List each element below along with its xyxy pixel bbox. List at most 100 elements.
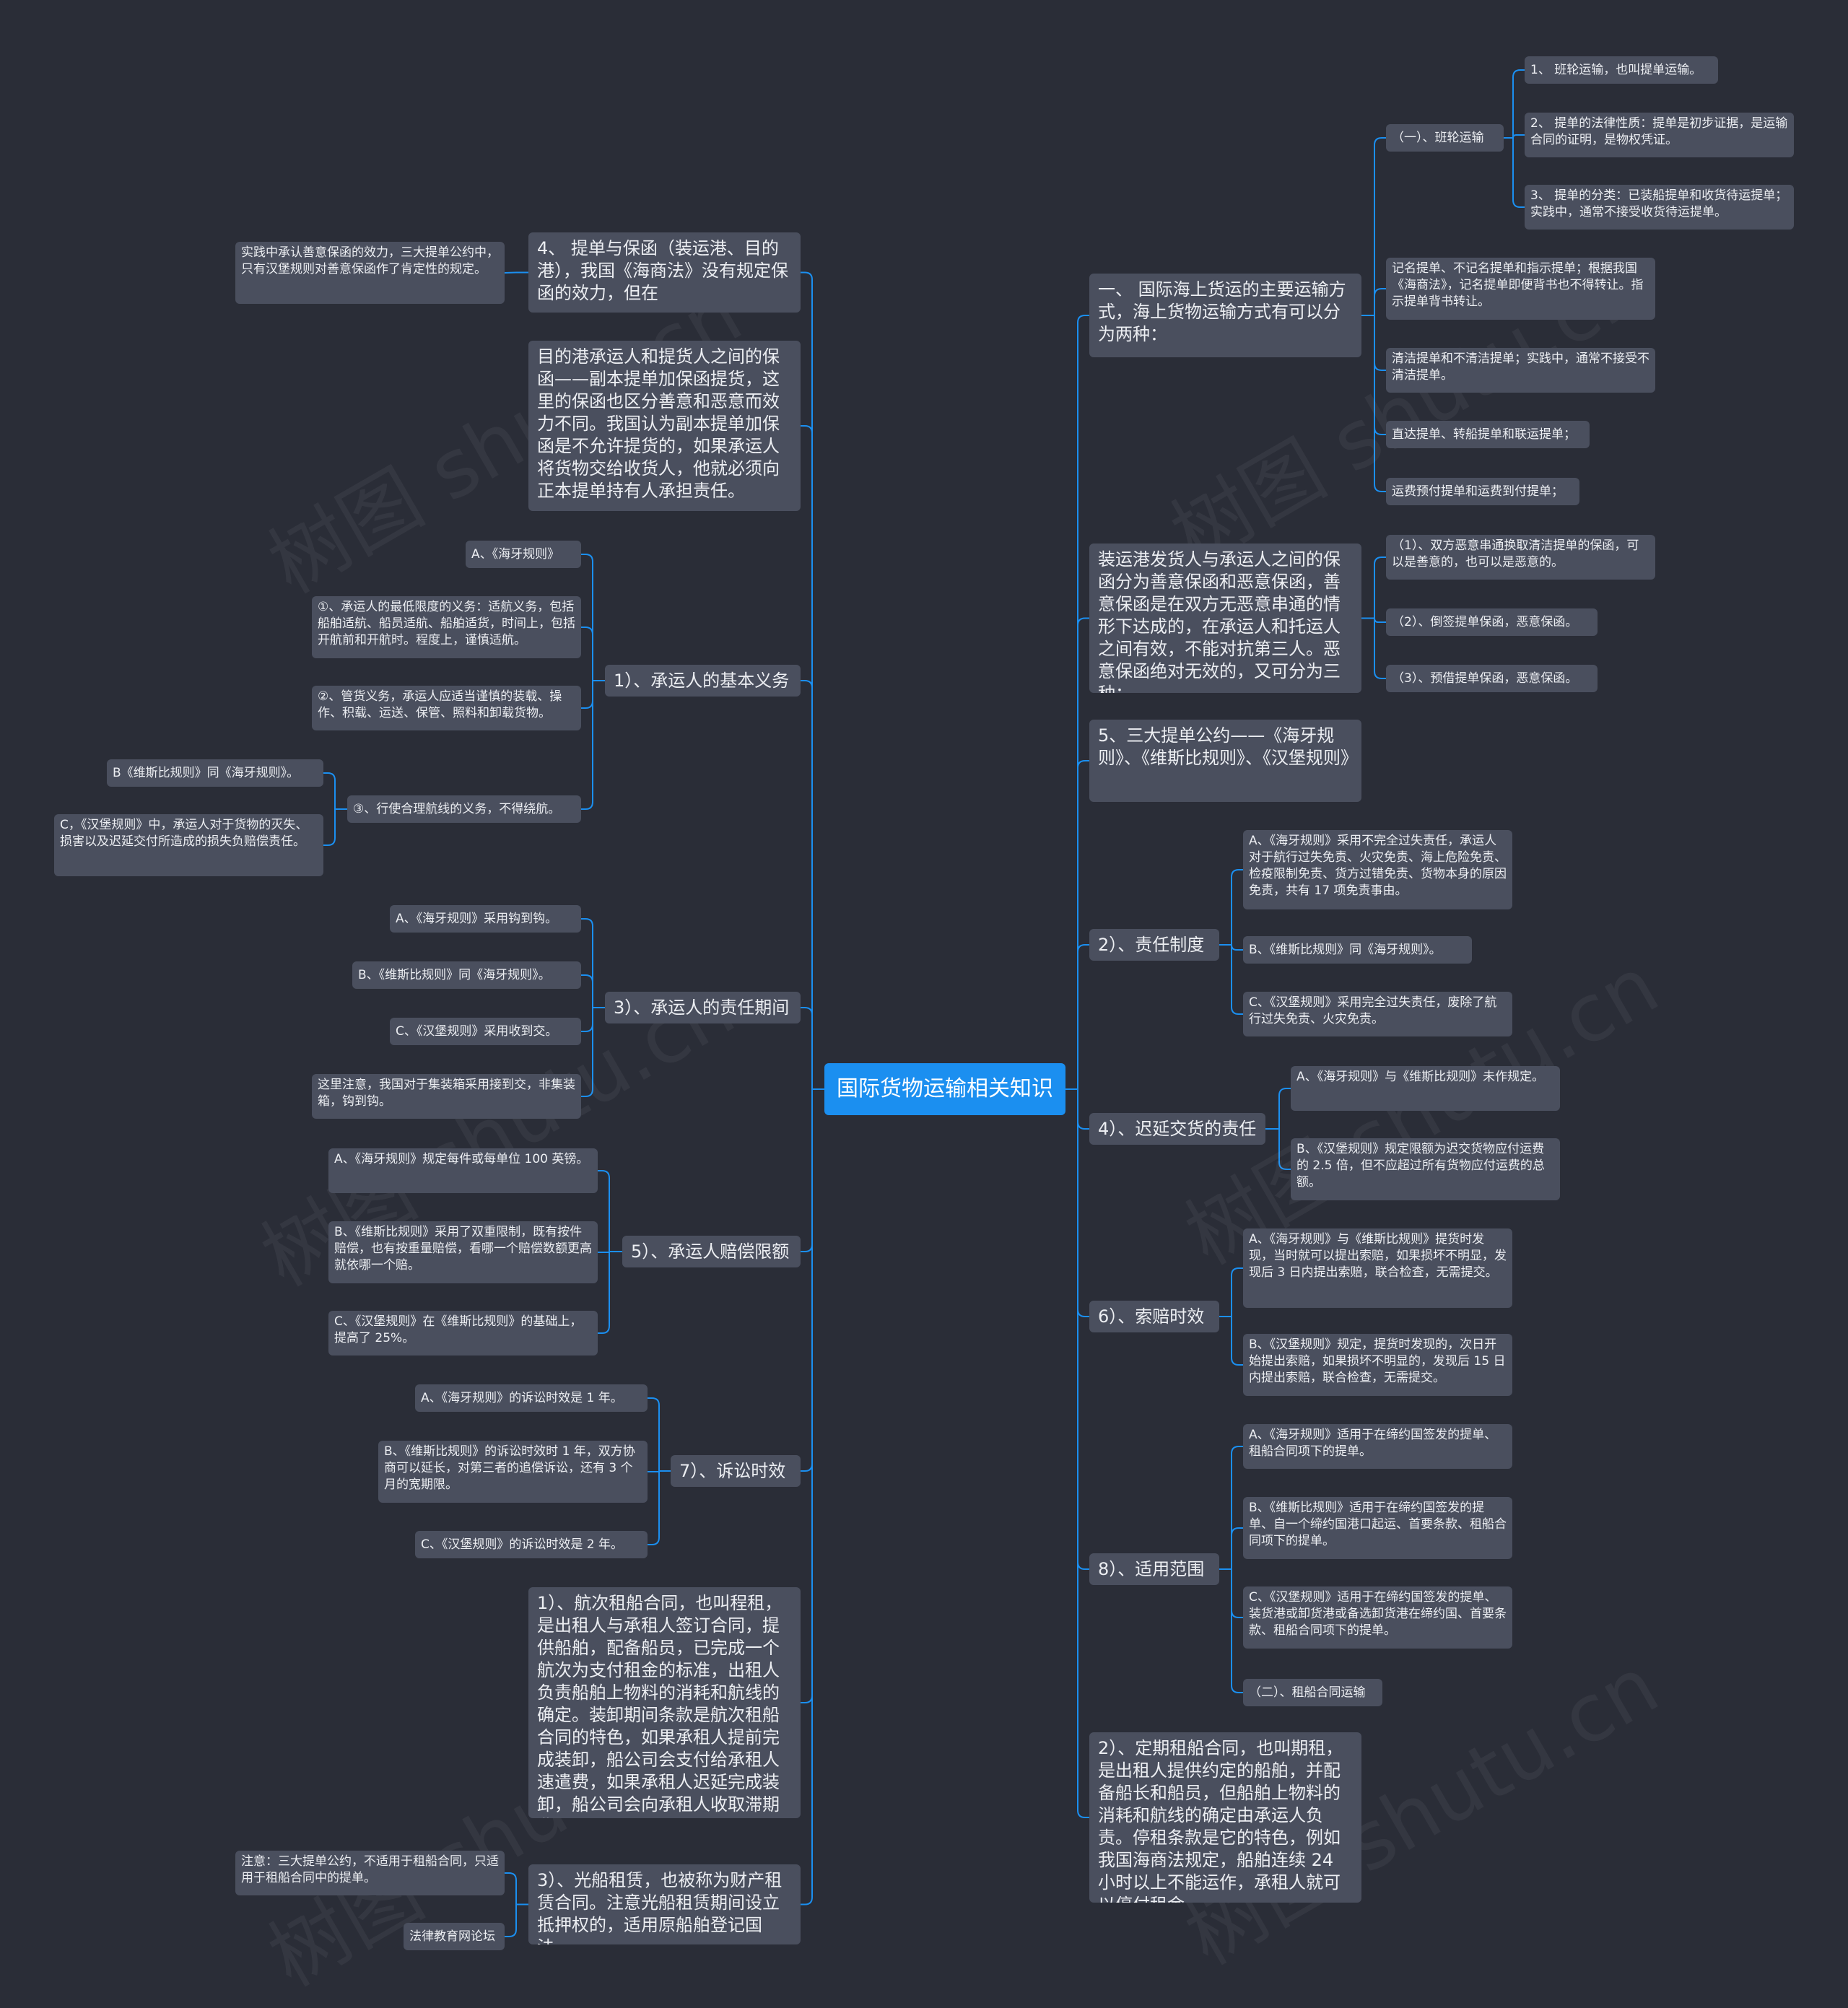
connector [1077, 315, 1089, 1089]
obligation-reasonable-route[interactable]: ③、行使合理航线的义务，不得绕航。 [347, 795, 581, 823]
liability-visby[interactable]: B、《维斯比规则》同《海牙规则》。 [1243, 936, 1472, 964]
connector [1077, 1089, 1089, 1818]
branch-claim-period[interactable]: 6）、索赔时效 [1089, 1301, 1219, 1332]
limit-hamburg[interactable]: C、《汉堡规则》在《维斯比规则》的基础上，提高了 25%。 [328, 1311, 598, 1356]
limitation-hague[interactable]: A、《海牙规则》的诉讼时效是 1 年。 [415, 1384, 648, 1412]
connector [581, 681, 593, 810]
branch-limitation-period[interactable]: 7）、诉讼时效 [671, 1455, 801, 1487]
period-china-note[interactable]: 这里注意，我国对于集装箱采用接到交，非集装箱，钩到钩。 [312, 1074, 581, 1119]
connector [581, 918, 593, 1008]
branch-bareboat-charter[interactable]: 3）、光船租赁，也被称为财产租赁合同。注意光船租赁期间设立抵押权的，适用原船舶登… [528, 1864, 801, 1944]
connector [801, 1089, 813, 1906]
branch-liability-period[interactable]: 3）、承运人的责任期间 [605, 992, 801, 1023]
connector [1374, 618, 1386, 623]
liner-transport[interactable]: （一）、班轮运输 [1386, 124, 1504, 152]
obligation-hague-title[interactable]: A、《海牙规则》 [466, 541, 581, 568]
connector [505, 1872, 517, 1905]
connector [504, 271, 517, 274]
claim-hague-visby[interactable]: A、《海牙规则》与《维斯比规则》提货时发现，当时就可以提出索赔，如果损坏不明显，… [1243, 1228, 1512, 1308]
obligation-hamburg[interactable]: C，《汉堡规则》中，承运人对于货物的灭失、损害以及迟延交付所造成的损失负赔偿责任… [54, 814, 323, 876]
connector [648, 1471, 660, 1545]
scope-hamburg[interactable]: C、《汉堡规则》适用于在缔约国签发的提单、装货港或卸货港或备选卸货港在缔约国、首… [1243, 1586, 1512, 1649]
root-topic[interactable]: 国际货物运输相关知识 [824, 1063, 1065, 1115]
branch-liability-system[interactable]: 2）、责任制度 [1089, 929, 1219, 961]
connector [801, 425, 813, 1089]
delay-hamburg[interactable]: B、《汉堡规则》规定限额为迟交货物应付运费的 2.5 倍，但不应超过所有货物应付… [1291, 1138, 1560, 1200]
obligation-seaworthiness[interactable]: ①、承运人的最低限度的义务：适航义务，包括船舶适航、船员适航、船舶适货，时间上，… [312, 596, 581, 658]
connector [801, 680, 813, 1089]
branch-bill-and-guarantee[interactable]: 4、 提单与保函（装运港、目的港），我国《海商法》没有规定保函的效力，但在 [528, 232, 801, 313]
connector [801, 1089, 813, 1252]
connector [581, 1008, 593, 1097]
branch-scope[interactable]: 8）、适用范围 [1089, 1553, 1219, 1585]
connector [1278, 1129, 1291, 1170]
connector [1374, 315, 1386, 371]
connector [323, 772, 336, 809]
connector [581, 681, 593, 709]
connector [801, 1007, 813, 1089]
connector [581, 974, 593, 1008]
branch-voyage-charter[interactable]: 1）、航次租船合同，也叫程租，是出租人与承租人签订合同，提供船舶，配备船员，已完… [528, 1587, 801, 1818]
conventions-charter-note[interactable]: 注意：三大提单公约，不适用于租船合同，只适用于租船合同中的提单。 [235, 1851, 505, 1895]
charter-transport[interactable]: （二）、租船合同运输 [1243, 1679, 1382, 1706]
connector [1278, 1088, 1291, 1129]
delay-hague-visby[interactable]: A、《海牙规则》与《维斯比规则》未作规定。 [1291, 1066, 1560, 1111]
guarantee-type-1[interactable]: （1）、双方恶意串通换取清洁提单的保函，可以是善意的，也可以是恶意的。 [1386, 535, 1655, 580]
connector [1374, 137, 1386, 315]
connector [1231, 1527, 1243, 1569]
bill-type-clean[interactable]: 清洁提单和不清洁提单；实践中，通常不接受不清洁提单。 [1386, 348, 1655, 393]
claim-hamburg[interactable]: B、《汉堡规则》规定，提货时发现的，次日开始提出索赔，如果损坏不明显的，发现后 … [1243, 1334, 1512, 1396]
bill-type-direct[interactable]: 直达提单、转船提单和联运提单； [1386, 421, 1590, 448]
connector [1512, 134, 1525, 139]
branch-compensation-limit[interactable]: 5）、承运人赔偿限额 [622, 1236, 801, 1267]
bill-type-named[interactable]: 记名提单、不记名提单和指示提单；根据我国《海商法》，记名提单即便背书也不得转让。… [1386, 258, 1655, 320]
period-visby[interactable]: B、《维斯比规则》同《海牙规则》。 [352, 961, 581, 989]
obligation-visby[interactable]: B《维斯比规则》同《海牙规则》。 [107, 759, 323, 787]
liner-item-2[interactable]: 2、 提单的法律性质：提单是初步证据，是运输合同的证明，是物权凭证。 [1525, 113, 1794, 157]
connector [1374, 556, 1386, 619]
branch-carrier-obligations[interactable]: 1）、承运人的基本义务 [605, 665, 801, 697]
branch-time-charter[interactable]: 2）、定期租船合同，也叫期租，是出租人提供约定的船舶，并配备船长和船员，但船舶上… [1089, 1732, 1361, 1903]
liner-item-1[interactable]: 1、 班轮运输，也叫提单运输。 [1525, 56, 1718, 84]
guarantee-type-3[interactable]: （3）、预借提单保函，恶意保函。 [1386, 665, 1598, 692]
connector [1231, 944, 1243, 951]
connector [581, 1008, 593, 1032]
connector [598, 1170, 610, 1252]
guarantee-type-2[interactable]: （2）、倒签提单保函，恶意保函。 [1386, 608, 1598, 636]
connector [1374, 618, 1386, 679]
limit-hague[interactable]: A、《海牙规则》规定每件或每单位 100 英镑。 [328, 1148, 598, 1193]
limitation-hamburg[interactable]: C、《汉堡规则》的诉讼时效是 2 年。 [415, 1531, 648, 1558]
source-forum-label[interactable]: 法律教育网论坛 [404, 1923, 505, 1950]
limitation-visby[interactable]: B、《维斯比规则》的诉讼时效时 1 年，双方协商可以延长，对第三者的追偿诉讼，还… [378, 1441, 648, 1503]
guarantee-practice-note[interactable]: 实践中承认善意保函的效力，三大提单公约中，只有汉堡规则对善意保函作了肯定性的规定… [235, 242, 505, 304]
period-hamburg[interactable]: C、《汉堡规则》采用收到交。 [390, 1018, 581, 1045]
connector [801, 1089, 813, 1472]
obligation-cargo-care[interactable]: ②、管货义务，承运人应适当谨慎的装载、操作、积载、运送、保管、照料和卸载货物。 [312, 686, 581, 730]
bill-type-freight[interactable]: 运费预付提单和运费到付提单； [1386, 478, 1579, 505]
branch-loading-port-guarantee[interactable]: 装运港发货人与承运人之间的保函分为善意保函和恶意保函，善意保函是在双方无恶意串通… [1089, 544, 1361, 693]
liability-hamburg[interactable]: C、《汉堡规则》采用完全过失责任，废除了航行过失免责、火灾免责。 [1243, 992, 1512, 1036]
connector [1077, 760, 1089, 1089]
connector [1231, 869, 1243, 945]
connector [1231, 1446, 1243, 1569]
connector [1231, 1569, 1243, 1693]
scope-hague[interactable]: A、《海牙规则》适用于在缔约国签发的提单、租船合同项下的提单。 [1243, 1424, 1512, 1469]
branch-delay-liability[interactable]: 4）、迟延交货的责任 [1089, 1113, 1265, 1145]
connector [598, 1252, 610, 1334]
liability-hague[interactable]: A、《海牙规则》采用不完全过失责任，承运人对于航行过失免责、火灾免责、海上危险免… [1243, 830, 1512, 909]
branch-destination-guarantee[interactable]: 目的港承运人和提货人之间的保函——副本提单加保函提货，这里的保函也区分善意和恶意… [528, 341, 801, 511]
connector [1231, 1267, 1243, 1317]
scope-visby[interactable]: B、《维斯比规则》适用于在缔约国签发的提单、自一个缔约国港口起运、首要条款、租船… [1243, 1497, 1512, 1559]
connector [648, 1470, 660, 1472]
connector [1077, 944, 1089, 1089]
liner-item-3[interactable]: 3、 提单的分类：已装船提单和收货待运提单；实践中，通常不接受收货待运提单。 [1525, 185, 1794, 230]
branch-shipping-methods[interactable]: 一、 国际海上货运的主要运输方式，海上货物运输方式有可以分为两种： [1089, 274, 1361, 357]
period-hague[interactable]: A、《海牙规则》采用钩到钩。 [390, 905, 581, 933]
branch-three-conventions[interactable]: 5、三大提单公约——《海牙规则》、《维斯比规则》、《汉堡规则》 [1089, 720, 1361, 802]
limit-visby[interactable]: B、《维斯比规则》采用了双重限制，既有按件赔偿，也有按重量赔偿，看哪一个赔偿数额… [328, 1221, 598, 1283]
connector [1077, 1089, 1089, 1317]
connector [1374, 315, 1386, 435]
connector [801, 1089, 813, 1703]
connector [1231, 1569, 1243, 1618]
